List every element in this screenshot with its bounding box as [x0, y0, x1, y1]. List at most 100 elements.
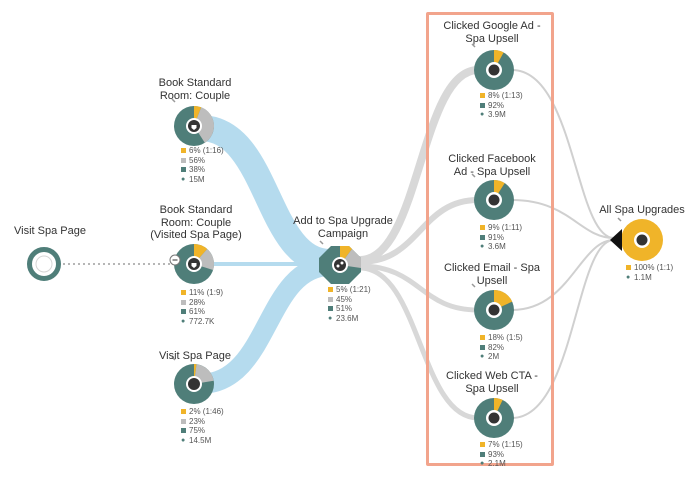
pct-gray: 45%: [336, 294, 353, 304]
pct-gray: 56%: [189, 155, 206, 165]
node-visit-spa-mid[interactable]: [174, 364, 214, 404]
node-visit-spa-mid-handle[interactable]: [171, 356, 176, 361]
flow-campaign-to-facebook: [357, 197, 481, 265]
users-icon: ●: [181, 437, 186, 445]
user-count: 14.5M: [189, 435, 212, 445]
flow-facebook-to-upgrades: [511, 199, 615, 239]
node-title-line: Clicked Google Ad -: [443, 20, 541, 32]
pct-teal: 92%: [488, 100, 505, 110]
node-web-cta[interactable]: [474, 398, 514, 438]
node-title: Visit Spa Page: [14, 225, 86, 238]
node-google-ad[interactable]: [474, 50, 514, 90]
node-title: Visit Spa Page: [150, 350, 240, 363]
flows-to-campaign: [187, 115, 343, 394]
user-count: 2.1M: [488, 459, 506, 469]
node-email[interactable]: [474, 289, 514, 330]
flow-email-to-upgrades: [511, 239, 615, 311]
users-icon: ●: [181, 318, 186, 326]
conversion-rate: 9% (1:11): [488, 223, 523, 232]
collapse-button[interactable]: [169, 254, 181, 266]
node-email-handle[interactable]: [471, 283, 476, 288]
users-icon: ●: [328, 315, 333, 323]
node-title: Book Standard Room: Couple (Visited Spa …: [142, 204, 250, 242]
node-title-line: Ad - Spa Upsell: [453, 165, 531, 178]
user-count: 3.6M: [488, 242, 506, 252]
node-web-cta-handle[interactable]: [471, 391, 476, 396]
node-title: Book Standard Room: Couple: [150, 77, 240, 102]
node-title: All Spa Upgrades: [592, 204, 692, 217]
node-title: Clicked Web CTA - Spa Upsell: [432, 370, 552, 395]
node-title-line: Visit Spa Page: [159, 350, 231, 362]
pct-teal: 61%: [189, 307, 206, 317]
node-stats-facebook-ad: 9% (1:11) 91% ●3.6M: [480, 223, 522, 252]
node-title: Clicked Email - Spa Upsell: [432, 262, 552, 287]
node-title-line: Add to Spa Upgrade: [293, 215, 393, 227]
flow-visit-spa-to-campaign: [190, 256, 340, 394]
node-stats-visit-spa-mid: 2% (1:46) 23% 75% ●14.5M: [181, 407, 224, 445]
node-stats-book-couple: 6% (1:16) 56% 38% ●15M: [181, 146, 224, 184]
node-title-line: Room: Couple: [160, 216, 232, 229]
node-title-line: Campaign: [317, 227, 369, 240]
users-icon: ●: [480, 353, 485, 361]
node-title-line: All Spa Upgrades: [599, 204, 685, 216]
node-add-to-campaign[interactable]: [319, 246, 361, 284]
node-stats-all-upgrades: 100% (1:1) ●1.1M: [626, 263, 673, 282]
node-all-upgrades[interactable]: [610, 219, 663, 261]
user-count: 772.7K: [189, 316, 215, 326]
node-title-line: Clicked Facebook: [448, 153, 536, 165]
node-title-line: Spa Upsell: [465, 32, 519, 45]
pct-teal: 38%: [189, 165, 206, 175]
node-title-line: Clicked Web CTA -: [446, 370, 538, 382]
flow-campaign-to-webcta: [357, 265, 481, 421]
pct-teal: 75%: [189, 426, 206, 436]
conversion-rate: 5% (1:21): [336, 285, 371, 294]
pct-gray: 28%: [189, 297, 206, 307]
node-visit-spa-start[interactable]: [27, 247, 61, 281]
node-facebook-ad-handle[interactable]: [471, 173, 476, 178]
conversion-rate: 11% (1:9): [189, 288, 224, 297]
node-add-to-campaign-handle[interactable]: [319, 240, 324, 245]
flow-book-couple-to-campaign: [187, 115, 343, 275]
pct-gray: 23%: [189, 416, 206, 426]
flow-google-to-upgrades: [511, 69, 615, 239]
pct-teal: 93%: [488, 449, 505, 459]
node-stats-web-cta: 7% (1:15) 93% ●2.1M: [480, 440, 523, 469]
flow-campaign-to-email: [357, 263, 481, 313]
node-title-line: Spa Upsell: [465, 382, 519, 395]
users-icon: ●: [480, 111, 485, 119]
node-stats-google-ad: 8% (1:13) 92% ●3.9M: [480, 91, 523, 120]
users-icon: ●: [626, 273, 631, 281]
node-book-couple-visited[interactable]: [174, 244, 215, 284]
conversion-rate: 6% (1:16): [189, 146, 224, 155]
users-icon: ●: [480, 460, 485, 468]
node-facebook-ad[interactable]: [474, 180, 514, 220]
user-count: 2M: [488, 352, 500, 362]
flow-campaign-to-google: [356, 66, 482, 264]
node-all-upgrades-handle[interactable]: [617, 217, 622, 222]
user-count: 3.9M: [488, 110, 506, 120]
node-book-couple[interactable]: [174, 105, 215, 146]
node-google-ad-handle[interactable]: [471, 43, 476, 48]
user-count: 23.6M: [336, 313, 359, 323]
node-title: Clicked Google Ad - Spa Upsell: [432, 20, 552, 45]
conversion-rate: 7% (1:15): [488, 440, 523, 449]
conversion-rate: 2% (1:46): [189, 407, 224, 416]
node-title-line: Upsell: [476, 274, 508, 287]
flows-to-channels: [356, 66, 482, 421]
node-title-line: Visit Spa Page: [14, 225, 86, 237]
node-book-couple-handle[interactable]: [171, 98, 176, 103]
node-title: Clicked Facebook Ad - Spa Upsell: [432, 153, 552, 178]
user-count: 15M: [189, 174, 205, 184]
node-stats-email: 18% (1:5) 82% ●2M: [480, 333, 523, 362]
goal-arrow-icon: [610, 229, 622, 251]
conversion-rate: 8% (1:13): [488, 91, 523, 100]
users-icon: ●: [480, 243, 485, 251]
node-title-line: Book Standard: [158, 77, 232, 89]
node-title-line: (Visited Spa Page): [150, 229, 242, 241]
pct-teal: 82%: [488, 342, 505, 352]
flows-to-upgrades: [511, 69, 615, 419]
channel-highlight-box: [426, 12, 554, 466]
pct-teal: 91%: [488, 232, 505, 242]
node-title-line: Clicked Email - Spa: [444, 262, 540, 274]
